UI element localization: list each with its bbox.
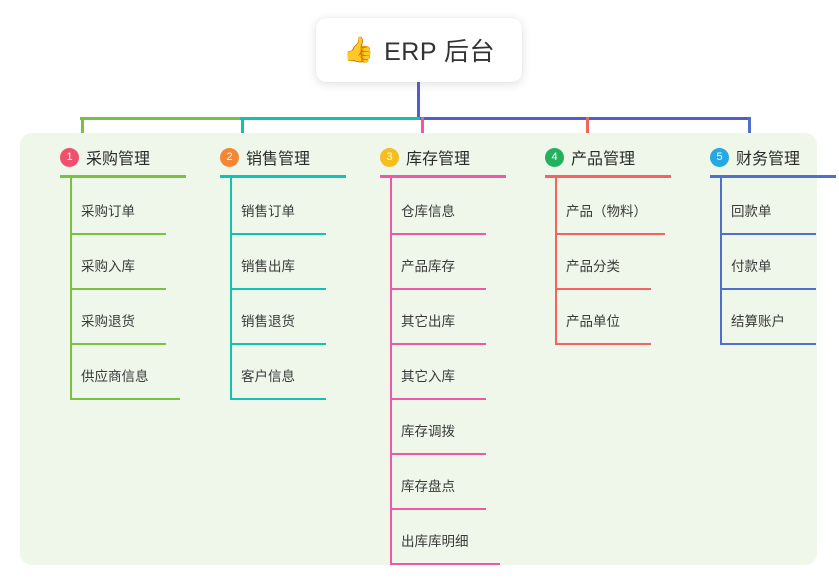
bus-indigo-connector	[420, 117, 750, 120]
column-title-3: 库存管理	[406, 151, 471, 168]
item-stem-connector	[390, 288, 392, 344]
column-drop-connector-4	[586, 117, 589, 146]
bus-green-connector	[80, 117, 240, 120]
column-header-1[interactable]: 1 采购管理	[60, 145, 150, 169]
list-item-label: 产品单位	[566, 314, 620, 329]
column-header-2[interactable]: 2 销售管理	[220, 145, 310, 169]
column-header-3[interactable]: 3 库存管理	[380, 145, 470, 169]
list-item-rule	[230, 343, 326, 345]
item-stem-connector	[555, 233, 557, 289]
list-item-label: 客户信息	[241, 369, 295, 384]
list-item-rule	[555, 233, 665, 235]
list-item-rule	[390, 343, 486, 345]
column-header-rule-1	[60, 175, 186, 178]
thumbs-up-icon: 👍	[342, 35, 375, 64]
column-title-4: 产品管理	[571, 151, 636, 168]
item-stem-connector	[230, 288, 232, 344]
list-item-rule	[390, 233, 486, 235]
list-item-label: 结算账户	[731, 314, 785, 329]
list-item-label: 销售退货	[241, 314, 295, 329]
list-item-rule	[230, 288, 326, 290]
list-item-label: 产品分类	[566, 259, 620, 274]
item-stem-connector	[390, 233, 392, 289]
list-item-rule	[230, 398, 326, 400]
item-stem-connector	[390, 508, 392, 564]
list-item-rule	[390, 453, 486, 455]
list-item-rule	[390, 563, 500, 565]
list-item-label: 付款单	[731, 259, 772, 274]
item-stem-connector	[70, 343, 72, 399]
column-badge-icon-1: 1	[60, 147, 79, 167]
list-item-label: 仓库信息	[401, 204, 455, 219]
list-item-label: 出库库明细	[401, 534, 469, 549]
column-drop-connector-3	[421, 117, 424, 146]
list-item-rule	[70, 233, 166, 235]
column-header-rule-5	[710, 175, 836, 178]
item-stem-connector	[390, 343, 392, 399]
list-item-label: 库存调拨	[401, 424, 455, 439]
item-stem-connector	[720, 233, 722, 289]
list-item-rule	[70, 288, 166, 290]
item-stem-connector	[390, 453, 392, 509]
list-item-rule	[720, 233, 816, 235]
root-node-title: ERP 后台	[384, 38, 496, 66]
list-item-label: 库存盘点	[401, 479, 455, 494]
list-item-rule	[555, 343, 651, 345]
item-stem-connector	[70, 178, 72, 234]
item-stem-connector	[555, 288, 557, 344]
list-item-label: 采购退货	[81, 314, 135, 329]
list-item-rule	[390, 508, 486, 510]
item-stem-connector	[230, 343, 232, 399]
column-title-2: 销售管理	[246, 151, 311, 168]
bus-teal-connector	[240, 117, 420, 120]
column-badge-icon-5: 5	[710, 147, 729, 167]
column-header-4[interactable]: 4 产品管理	[545, 145, 635, 169]
list-item-label: 销售出库	[241, 259, 295, 274]
column-badge-icon-4: 4	[545, 147, 564, 167]
list-item-label: 采购订单	[81, 204, 135, 219]
item-stem-connector	[390, 398, 392, 454]
list-item-rule	[720, 343, 816, 345]
list-item-label: 采购入库	[81, 259, 135, 274]
item-stem-connector	[390, 178, 392, 234]
list-item-label: 其它出库	[401, 314, 455, 329]
list-item-label: 销售订单	[241, 204, 295, 219]
item-stem-connector	[720, 288, 722, 344]
list-item-rule	[555, 288, 651, 290]
item-stem-connector	[230, 233, 232, 289]
column-header-rule-2	[220, 175, 346, 178]
item-stem-connector	[230, 178, 232, 234]
diagram-panel: 1 采购管理采购订单采购入库采购退货供应商信息 2 销售管理销售订单销售出库销售退货客…	[20, 133, 836, 565]
list-item-rule	[390, 288, 486, 290]
item-stem-connector	[720, 178, 722, 234]
list-item-rule	[70, 343, 166, 345]
root-stem-connector	[417, 82, 420, 120]
list-item-rule	[230, 233, 326, 235]
list-item-label: 回款单	[731, 204, 772, 219]
column-title-1: 采购管理	[86, 151, 151, 168]
list-item-label: 产品库存	[401, 259, 455, 274]
list-item-label: 供应商信息	[81, 369, 149, 384]
list-item-label: 产品（物料）	[566, 204, 647, 219]
column-drop-connector-1	[81, 117, 84, 146]
column-drop-connector-5	[748, 117, 751, 146]
list-item-label: 其它入库	[401, 369, 455, 384]
item-stem-connector	[70, 288, 72, 344]
column-header-rule-3	[380, 175, 506, 178]
column-title-5: 财务管理	[736, 151, 801, 168]
column-header-rule-4	[545, 175, 671, 178]
column-badge-icon-3: 3	[380, 147, 399, 167]
item-stem-connector	[70, 233, 72, 289]
root-node-card[interactable]: 👍 ERP 后台	[316, 18, 522, 82]
column-header-5[interactable]: 5 财务管理	[710, 145, 800, 169]
list-item-rule	[70, 398, 180, 400]
list-item-rule	[720, 288, 816, 290]
column-badge-icon-2: 2	[220, 147, 239, 167]
list-item-rule	[390, 398, 486, 400]
item-stem-connector	[555, 178, 557, 234]
column-drop-connector-2	[241, 117, 244, 146]
